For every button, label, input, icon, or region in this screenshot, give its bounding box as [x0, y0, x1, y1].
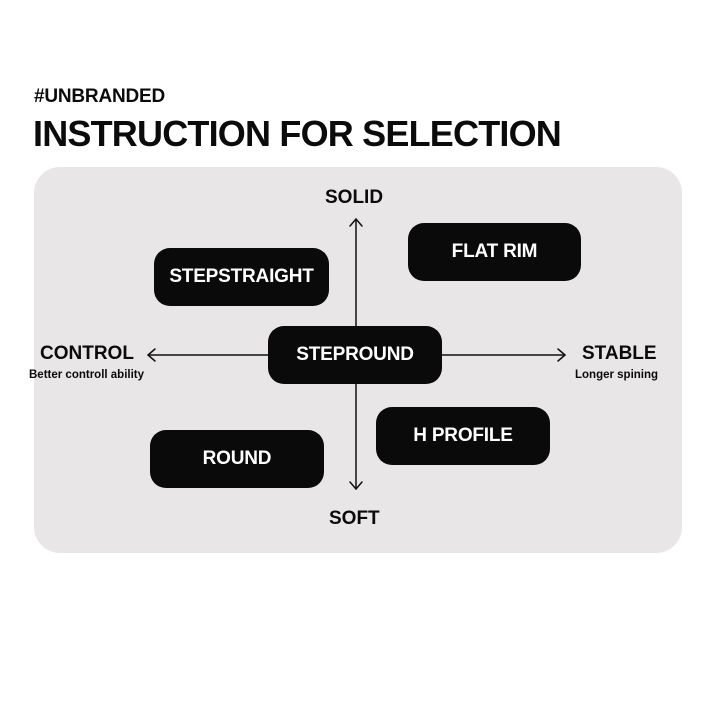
option-flat-rim[interactable]: FLAT RIM	[408, 223, 581, 281]
axis-label-control: CONTROL	[40, 343, 134, 364]
axis-sub-control: Better controll ability	[29, 369, 145, 381]
option-stepstraight[interactable]: STEPSTRAIGHT	[154, 248, 329, 306]
axis-label-solid: SOLID	[325, 187, 384, 208]
arrow-right-icon	[557, 348, 566, 362]
axis-label-soft: SOFT	[329, 508, 380, 529]
brand-tag: #UNBRANDED	[34, 86, 166, 107]
arrow-left-icon	[147, 348, 156, 362]
axis-sub-stable: Longer spining	[575, 369, 659, 381]
option-h-profile[interactable]: H PROFILE	[376, 407, 550, 465]
axis-label-stable: STABLE	[582, 343, 657, 364]
arrow-up-icon	[349, 218, 363, 227]
option-steproound[interactable]: STEPROUND	[268, 326, 442, 384]
page-title: INSTRUCTION FOR SELECTION	[33, 113, 562, 154]
arrow-down-icon	[349, 481, 363, 490]
option-round[interactable]: ROUND	[150, 430, 324, 488]
